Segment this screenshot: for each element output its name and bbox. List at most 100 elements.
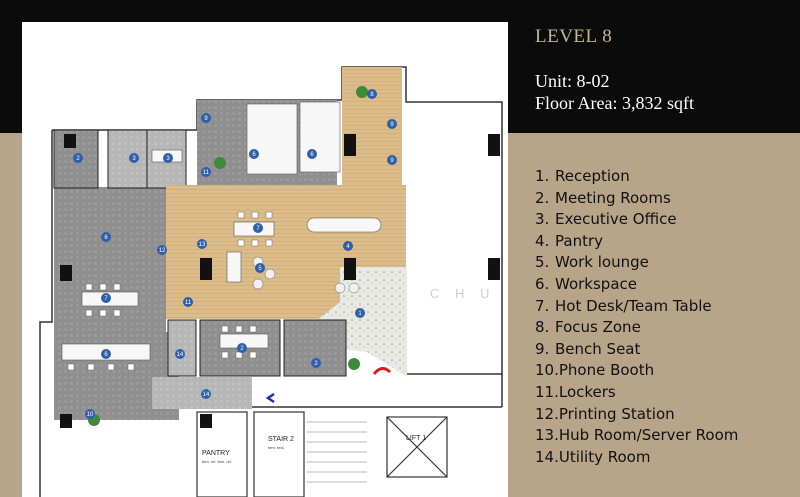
svg-text:4: 4 (346, 244, 350, 250)
svg-text:7: 7 (104, 296, 108, 302)
legend-num: 13. (535, 426, 559, 445)
svg-text:6: 6 (252, 152, 256, 158)
legend-item: 4. Pantry (535, 231, 795, 253)
legend-num: 5. (535, 253, 550, 272)
marker-14a: 14 (175, 349, 185, 359)
stair-sublabel: tem. rest. (268, 445, 285, 450)
marker-5: 5 (255, 263, 265, 273)
svg-text:1: 1 (358, 311, 362, 317)
legend-item: 8. Focus Zone (535, 317, 795, 339)
legend-label: Workspace (555, 274, 637, 293)
service-core (196, 411, 448, 497)
legend-num: 14. (535, 447, 559, 466)
legend-item: 2. Meeting Rooms (535, 188, 795, 210)
level-title: LEVEL 8 (535, 26, 613, 47)
marker-9c: 9 (387, 155, 397, 165)
svg-text:8: 8 (370, 92, 374, 98)
legend-num: 4. (535, 231, 550, 250)
svg-text:11: 11 (185, 300, 192, 306)
marker-2a: 2 (73, 153, 83, 163)
svg-text:14: 14 (203, 392, 210, 398)
marker-8: 8 (367, 89, 377, 99)
legend-label: Pantry (555, 231, 603, 250)
legend-label: Hub Room/Server Room (558, 426, 739, 445)
legend-item: 6.Workspace (535, 274, 795, 296)
watermark: C H U (430, 286, 495, 301)
legend-num: 2. (535, 188, 550, 207)
pantry-core-sublabel: tem. rel. tem. rel. (202, 459, 232, 464)
legend-num: 12. (535, 404, 559, 423)
lift-label: LIFT 1 (406, 435, 426, 442)
legend-item: 13.Hub Room/Server Room (535, 425, 795, 447)
svg-text:12: 12 (159, 248, 166, 254)
legend-label: Lockers (558, 382, 616, 401)
legend-item: 1. Reception (535, 166, 795, 188)
svg-text:11: 11 (203, 170, 210, 176)
legend-label: Bench Seat (555, 339, 641, 358)
legend-item: 5. Work lounge (535, 252, 795, 274)
reception-floor (317, 267, 407, 377)
legend-num: 9. (535, 339, 550, 358)
svg-text:6: 6 (104, 352, 108, 358)
floor-plan: 1 2 2 2 3 3 4 5 6 6 6 6 7 7 8 9 9 9 10 1… (22, 22, 508, 497)
floor-plan-drawing: 1 2 2 2 3 3 4 5 6 6 6 6 7 7 8 9 9 9 10 1… (39, 66, 503, 497)
legend-num: 7. (535, 296, 550, 315)
legend-label: Hot Desk/Team Table (555, 296, 712, 315)
marker-12: 12 (157, 245, 167, 255)
utility-room (167, 319, 197, 377)
corridor-floor (166, 302, 326, 319)
lounge-stools (252, 256, 360, 294)
marker-6a: 6 (101, 232, 111, 242)
marker-11a: 11 (183, 297, 193, 307)
marker-9b: 9 (387, 119, 397, 129)
marker-9a: 9 (201, 113, 211, 123)
svg-text:6: 6 (310, 152, 314, 158)
marker-2c: 2 (311, 358, 321, 368)
floor-area: Floor Area: 3,832 sqft (535, 93, 694, 113)
legend-item: 12.Printing Station (535, 404, 795, 426)
legend-label: Meeting Rooms (555, 188, 671, 207)
svg-text:2: 2 (76, 156, 80, 162)
svg-text:3: 3 (132, 156, 136, 162)
svg-text:3: 3 (166, 156, 170, 162)
legend-num: 10. (535, 361, 559, 380)
legend-num: 8. (535, 318, 550, 337)
legend-item: 11.Lockers (535, 382, 795, 404)
legend-label: Utility Room (558, 447, 651, 466)
marker-7b: 7 (101, 293, 111, 303)
legend-num: 1. (535, 167, 550, 185)
legend-num: 11. (535, 382, 559, 401)
legend-label: Phone Booth (558, 361, 655, 380)
marker-10: 10 (85, 409, 95, 419)
legend-label: Executive Office (555, 210, 677, 229)
svg-text:10: 10 (87, 412, 94, 418)
legend-item: 9. Bench Seat (535, 339, 795, 361)
marker-6b: 6 (249, 149, 259, 159)
marker-6c: 6 (307, 149, 317, 159)
exit-arrow (265, 392, 275, 404)
stair-label: STAIR 2 (268, 436, 294, 443)
stair-treads (307, 421, 367, 483)
svg-text:9: 9 (204, 116, 208, 122)
legend-label: Work lounge (555, 253, 649, 272)
marker-3b: 3 (163, 153, 173, 163)
room-legend: 1. Reception 2. Meeting Rooms 3.Executive … (535, 166, 795, 468)
legend-label: Reception (555, 167, 630, 185)
marker-2b: 2 (237, 343, 247, 353)
svg-text:6: 6 (104, 235, 108, 241)
desks (61, 101, 382, 361)
marker-6d: 6 (101, 349, 111, 359)
legend-label: Printing Station (558, 404, 675, 423)
svg-text:2: 2 (314, 361, 318, 367)
plan-markers: 1 2 2 2 3 3 4 5 6 6 6 6 7 7 8 9 9 9 10 1… (73, 89, 397, 419)
marker-11b: 11 (201, 167, 211, 177)
svg-text:13: 13 (199, 242, 206, 248)
svg-text:9: 9 (390, 122, 394, 128)
legend-item: 3.Executive Office (535, 209, 795, 231)
legend-label: Focus Zone (555, 318, 641, 337)
legend-item: 14.Utility Room (535, 447, 795, 469)
entrance-arrow (372, 367, 392, 375)
marker-13: 13 (197, 239, 207, 249)
legend-item: 10.Phone Booth (535, 360, 795, 382)
chairs (67, 211, 273, 371)
